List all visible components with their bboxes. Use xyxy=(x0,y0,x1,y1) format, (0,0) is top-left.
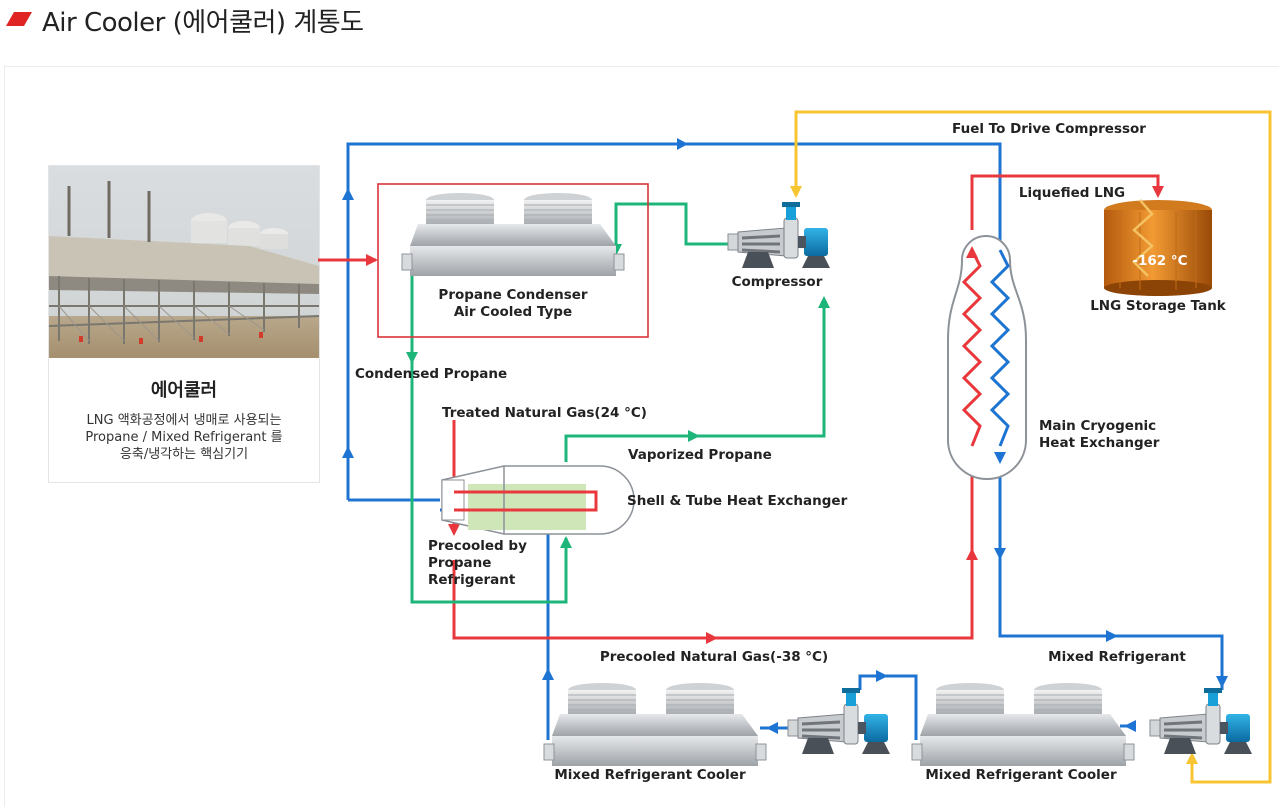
propane-condenser-box xyxy=(377,183,649,338)
label-compressor: Compressor xyxy=(732,274,823,290)
label-mr-cooler-left: Mixed Refrigerant Cooler xyxy=(554,767,746,783)
air-cooler-card: 에어쿨러 LNG 액화공정에서 냉매로 사용되는 Propane / Mixed… xyxy=(48,165,320,483)
mr-cooler-right xyxy=(912,683,1134,766)
label-condensed-propane: Condensed Propane xyxy=(355,366,507,382)
title-bar: Air Cooler (에어쿨러) 계통도 xyxy=(0,0,1280,40)
label-main-cryogenic-2: Heat Exchanger xyxy=(1039,435,1160,451)
label-precooled-3: Refrigerant xyxy=(428,572,516,588)
label-propane-condenser: Propane Condenser xyxy=(438,287,587,303)
label-tank-temp: -162 °C xyxy=(1132,253,1187,269)
card-title: 에어쿨러 xyxy=(150,380,218,401)
label-vaporized-propane: Vaporized Propane xyxy=(628,447,772,463)
title-accent-icon xyxy=(6,12,32,26)
label-mr-cooler-right: Mixed Refrigerant Cooler xyxy=(925,767,1117,783)
mr-compressor-right xyxy=(1148,686,1254,756)
lng-storage-tank xyxy=(1104,199,1212,296)
diagram-panel xyxy=(4,66,1279,807)
label-precooled-1: Precooled by xyxy=(428,538,527,554)
label-treated-gas: Treated Natural Gas(24 °C) xyxy=(442,405,647,421)
page-title: Air Cooler (에어쿨러) 계통도 xyxy=(42,8,364,38)
label-precooled-2: Propane xyxy=(428,555,491,571)
label-shell-tube: Shell & Tube Heat Exchanger xyxy=(627,493,848,509)
propane-condenser xyxy=(402,193,624,276)
label-fuel-to-drive: Fuel To Drive Compressor xyxy=(952,121,1146,137)
card-description: LNG 액화공정에서 냉매로 사용되는 Propane / Mixed Refr… xyxy=(85,413,283,462)
shell-tube-exchanger xyxy=(441,465,635,535)
compressor-top xyxy=(726,200,832,270)
label-liquefied-lng: Liquefied LNG xyxy=(1019,185,1125,201)
mr-compressor-left xyxy=(786,686,892,756)
label-main-cryogenic-1: Main Cryogenic xyxy=(1039,418,1156,434)
fuel-line xyxy=(794,110,1272,784)
main-cryogenic-exchanger xyxy=(947,235,1027,480)
mr-cooler-left xyxy=(544,683,766,766)
label-lng-storage-tank: LNG Storage Tank xyxy=(1090,298,1227,314)
air-cooler-photo xyxy=(49,166,319,358)
label-mixed-refrigerant: Mixed Refrigerant xyxy=(1048,649,1186,665)
label-air-cooled-type: Air Cooled Type xyxy=(454,304,572,320)
label-precooled-gas: Precooled Natural Gas(-38 °C) xyxy=(600,649,828,665)
